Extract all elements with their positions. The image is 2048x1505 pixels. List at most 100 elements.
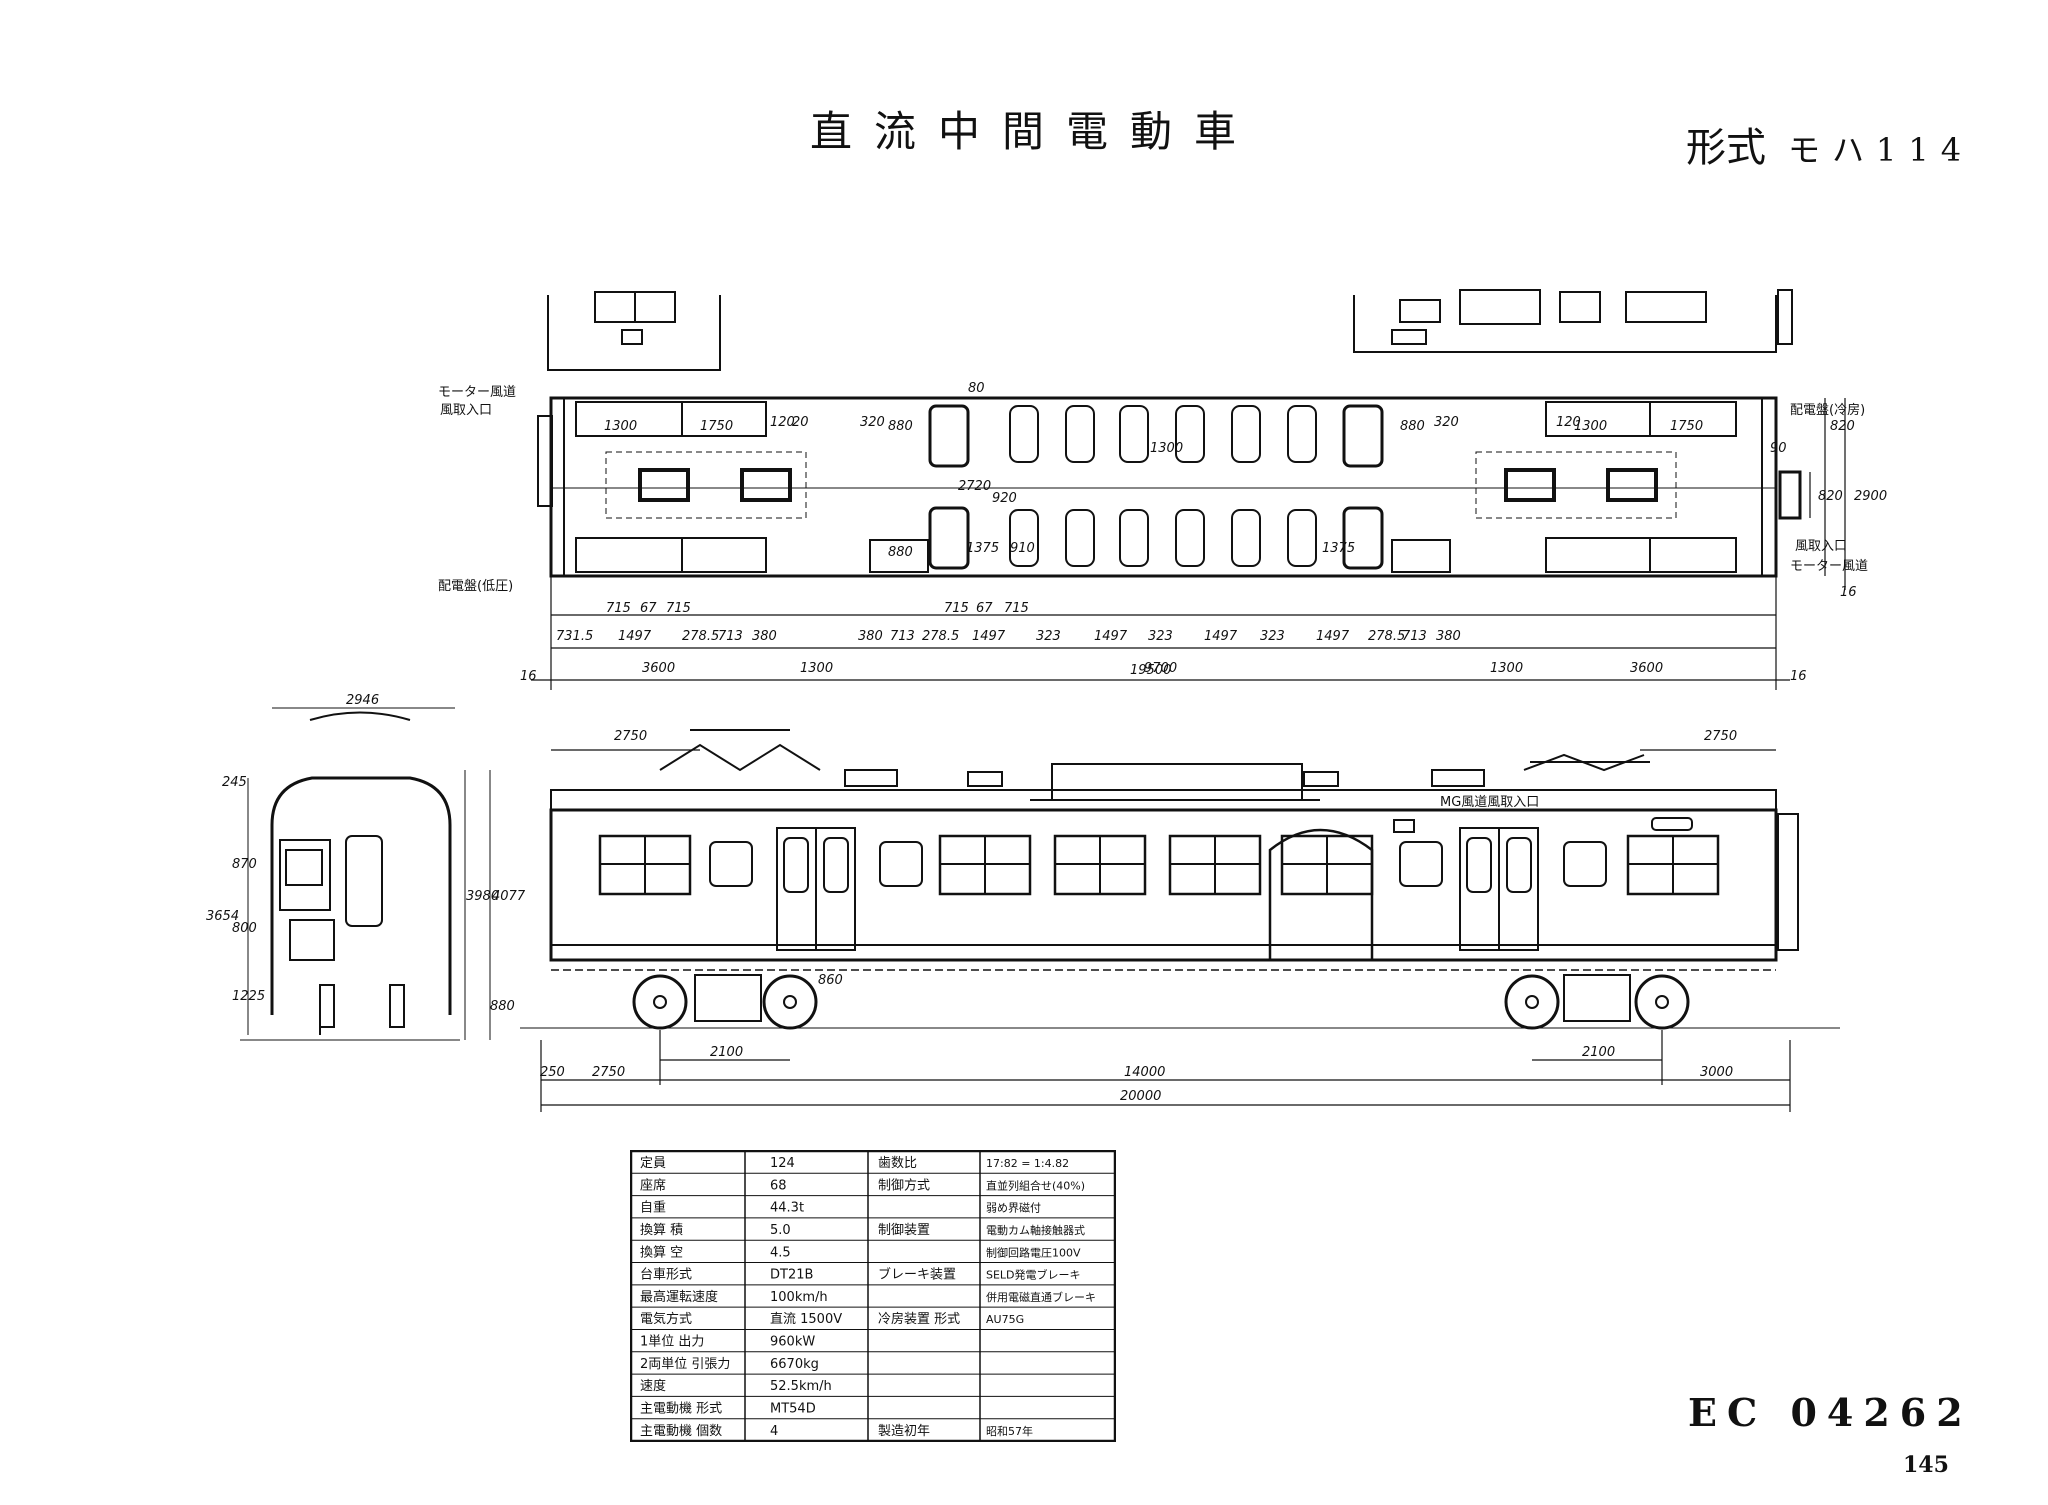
dim-1300-center: 1300 bbox=[1150, 441, 1183, 456]
dim-320-right: 320 bbox=[1434, 415, 1459, 430]
dim-seat-1750-right: 1750 bbox=[1670, 419, 1703, 434]
side-view bbox=[520, 729, 1840, 1030]
dim-side-250: 250 bbox=[540, 1065, 565, 1080]
spec-label: 自重 bbox=[640, 1200, 666, 1216]
spec-value: 52.5km/h bbox=[770, 1379, 832, 1394]
dim-90: 90 bbox=[1770, 441, 1787, 456]
dim-end-800: 800 bbox=[232, 921, 257, 936]
spec-label: 最高運転速度 bbox=[640, 1289, 718, 1305]
spec-value: 960kW bbox=[770, 1335, 815, 1350]
spec-value: 4 bbox=[770, 1424, 778, 1439]
model-code: モハ114 bbox=[1788, 131, 1974, 169]
dim-side-2750: 2750 bbox=[592, 1065, 625, 1080]
dim-row2-3: 278.5 bbox=[682, 629, 719, 644]
dim-row2-16: 278.5 bbox=[1368, 629, 1405, 644]
plan-right-label-2: 風取入口 bbox=[1795, 539, 1847, 554]
spec-right-label: 制御装置 bbox=[878, 1223, 930, 1238]
dim-row1-715a: 715 bbox=[606, 601, 631, 616]
dim-overall-19500: 19500 bbox=[1130, 663, 1171, 678]
dim-end-3654: 3654 bbox=[206, 909, 239, 924]
dim-920: 920 bbox=[992, 491, 1017, 506]
dim-20: 20 bbox=[792, 415, 809, 430]
dim-end-1225: 1225 bbox=[232, 989, 265, 1004]
spec-value: 6670kg bbox=[770, 1357, 819, 1372]
spec-right-value: 直並列組合せ(40%) bbox=[986, 1178, 1085, 1192]
dim-row2-7: 713 bbox=[890, 629, 915, 644]
spec-value: 100km/h bbox=[770, 1290, 828, 1305]
dim-120-left: 120 bbox=[770, 415, 795, 430]
dim-row1-715b: 715 bbox=[666, 601, 691, 616]
spec-right-value: 併用電磁直通ブレーキ bbox=[986, 1290, 1096, 1304]
dim-seat-1300-right: 1300 bbox=[1574, 419, 1607, 434]
spec-label: 台車形式 bbox=[640, 1268, 692, 1283]
spec-label: 換算 積 bbox=[640, 1223, 683, 1238]
dim-row2-11: 1497 bbox=[1094, 629, 1128, 644]
mg-intake-label: MG風道風取入口 bbox=[1440, 795, 1539, 810]
spec-right-label: 歯数比 bbox=[878, 1156, 917, 1171]
drawing-title: 直流中間電動車 bbox=[810, 107, 1259, 156]
dim-row1-67a: 67 bbox=[640, 601, 657, 616]
spec-value: 44.3t bbox=[770, 1201, 804, 1216]
dim-row2-2: 1497 bbox=[618, 629, 652, 644]
spec-right-value: 制御回路電圧100V bbox=[986, 1245, 1081, 1259]
dim-row2-12: 323 bbox=[1148, 629, 1173, 644]
dim-width-820: 820 bbox=[1830, 419, 1855, 434]
dim-row2-17: 713 bbox=[1402, 629, 1427, 644]
dim-row2-5: 380 bbox=[752, 629, 777, 644]
dim-910: 910 bbox=[1010, 541, 1035, 556]
dim-end-4077: 4077 bbox=[492, 889, 526, 904]
dim-side-overall: 20000 bbox=[1120, 1089, 1161, 1104]
spec-value: 124 bbox=[770, 1156, 795, 1171]
dim-row1-67b: 67 bbox=[976, 601, 993, 616]
dim-row2-9: 1497 bbox=[972, 629, 1006, 644]
dim-1375-right: 1375 bbox=[1322, 541, 1355, 556]
spec-right-value: 17:82 = 1:4.82 bbox=[986, 1157, 1069, 1170]
top-partial-view-right bbox=[1353, 289, 1793, 353]
spec-right-label: 冷房装置 形式 bbox=[878, 1311, 960, 1327]
dim-1375-left: 1375 bbox=[966, 541, 999, 556]
dim-row2-8: 278.5 bbox=[922, 629, 959, 644]
top-partial-view-left bbox=[547, 291, 721, 371]
dim-seat-1300-left: 1300 bbox=[604, 419, 637, 434]
drawing-code: EC 04262 bbox=[1688, 1390, 1973, 1435]
dim-end-16-right: 16 bbox=[1790, 669, 1807, 684]
spec-label: 主電動機 個数 bbox=[640, 1424, 722, 1439]
spec-label: 主電動機 形式 bbox=[640, 1401, 722, 1416]
end-view bbox=[240, 707, 491, 1041]
plan-view-labels: モーター風道 風取入口 配電盤(低圧) 配電盤(冷房) 風取入口 モーター風道 … bbox=[438, 381, 1887, 684]
dim-end-16-left: 16 bbox=[520, 669, 537, 684]
dim-row2-4: 713 bbox=[718, 629, 743, 644]
dim-end-width-2946: 2946 bbox=[346, 693, 379, 708]
dim-80: 80 bbox=[968, 381, 985, 396]
dim-end-870: 870 bbox=[232, 857, 257, 872]
spec-value: 68 bbox=[770, 1178, 787, 1193]
spec-right-label: 制御方式 bbox=[878, 1177, 930, 1193]
dim-row2-13: 1497 bbox=[1204, 629, 1238, 644]
dim-row2-14: 323 bbox=[1260, 629, 1285, 644]
dim-row3-1300-right: 1300 bbox=[1490, 661, 1523, 676]
dim-row3-1300-left: 1300 bbox=[800, 661, 833, 676]
plan-right-label-3: モーター風道 bbox=[1790, 559, 1868, 574]
dim-row3-9700: 9700 bbox=[1144, 661, 1177, 676]
side-view-labels: 2750 2750 860 MG風道風取入口 2100 2100 250 275… bbox=[540, 729, 1737, 1104]
dim-row3-3600-right: 3600 bbox=[1630, 661, 1663, 676]
plan-view bbox=[537, 396, 1802, 578]
dim-row2-18: 380 bbox=[1436, 629, 1461, 644]
dim-end-3980: 3980 bbox=[466, 889, 499, 904]
dim-2720: 2720 bbox=[958, 479, 991, 494]
dim-row1-715c: 715 bbox=[944, 601, 969, 616]
spec-label: 換算 空 bbox=[640, 1245, 683, 1260]
dim-side-14000: 14000 bbox=[1124, 1065, 1165, 1080]
spec-right-label: ブレーキ装置 bbox=[878, 1267, 956, 1283]
spec-value: 直流 1500V bbox=[770, 1312, 842, 1327]
dim-seat-1750-left: 1750 bbox=[700, 419, 733, 434]
plan-dimension-lines bbox=[531, 398, 1846, 690]
dim-880-top-right: 880 bbox=[1400, 419, 1425, 434]
dim-width-2900: 2900 bbox=[1854, 489, 1887, 504]
model-label: 形式 bbox=[1686, 125, 1766, 171]
plan-left-label-2: 風取入口 bbox=[440, 403, 492, 418]
model-heading: 形式モハ114 bbox=[1686, 115, 1973, 173]
side-dimension-lines bbox=[540, 749, 1791, 1112]
